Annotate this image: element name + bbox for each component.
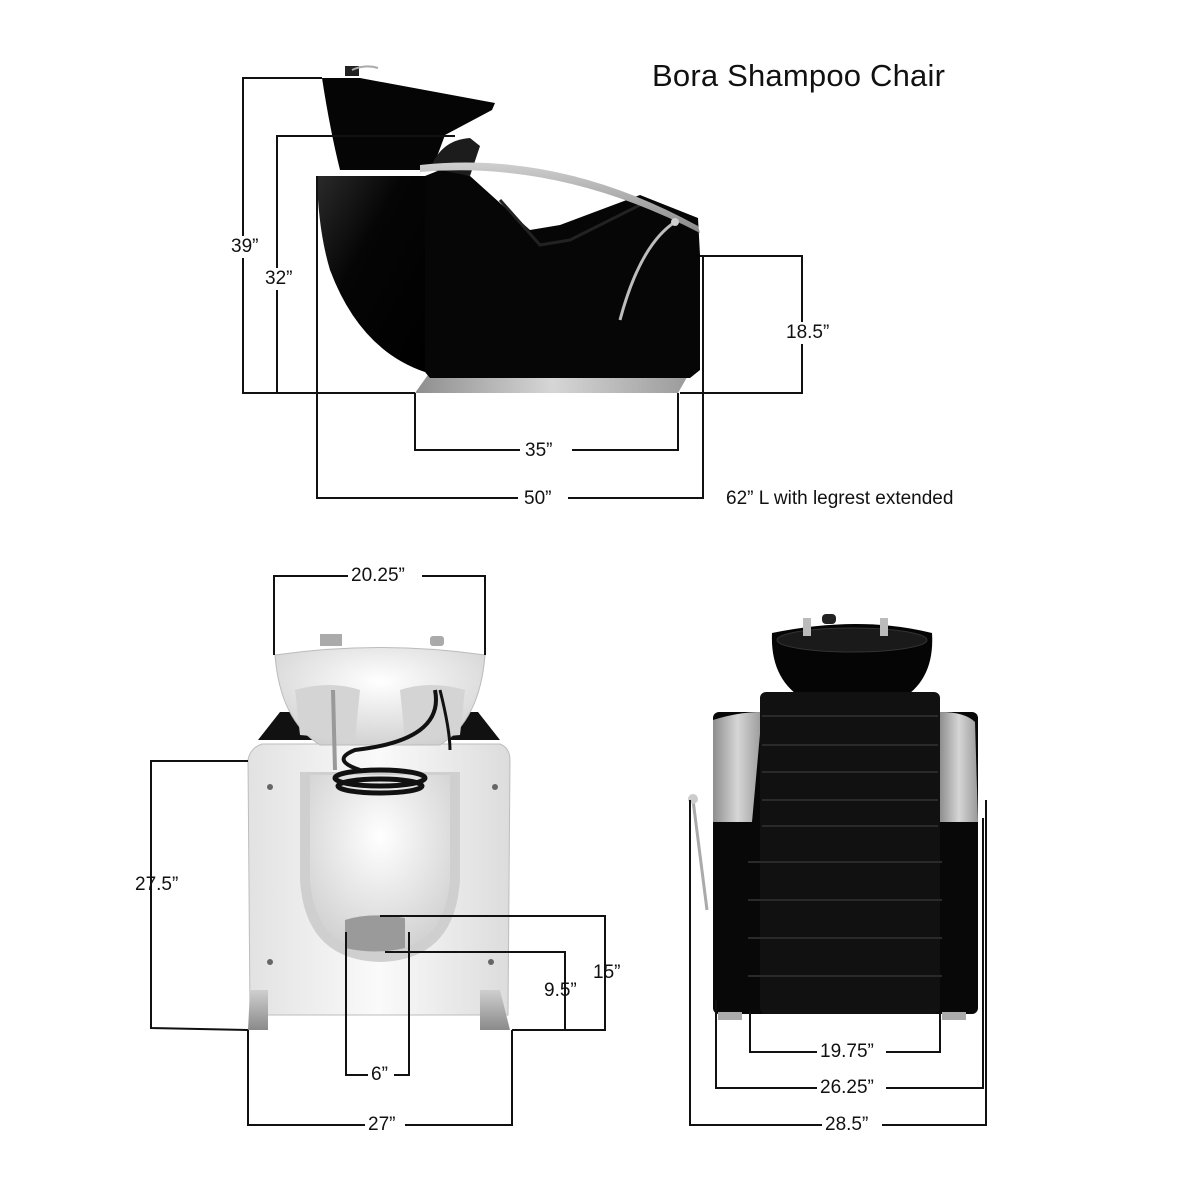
dim-seat-height: 18.5”: [783, 322, 833, 344]
dim-base-length: 35”: [522, 440, 556, 462]
page-title: Bora Shampoo Chair: [652, 58, 946, 93]
dim-seat-width: 19.75”: [817, 1041, 877, 1063]
dim-bowl-width: 20.25”: [348, 565, 408, 587]
front-dimension-lines: [689, 800, 987, 1126]
front-view-chair: [688, 614, 978, 1020]
legrest-note: 62” L with legrest extended: [726, 488, 954, 509]
side-dimension-lines: [242, 77, 803, 499]
dim-overall-height: 39”: [228, 236, 262, 258]
dim-overall-length: 50”: [521, 488, 555, 510]
dim-cabinet-height: 27.5”: [135, 874, 179, 895]
rear-dimension-lines: [150, 575, 606, 1126]
dim-drain-height-bottom: 9.5”: [544, 980, 577, 1001]
dim-base-width: 27”: [365, 1114, 399, 1136]
dim-inner-width: 26.25”: [817, 1077, 877, 1099]
dim-bowl-height: 32”: [262, 268, 296, 290]
dim-drain-height-top: 15”: [593, 962, 621, 983]
side-view-chair: [317, 65, 700, 393]
dim-drain-width: 6”: [368, 1064, 391, 1086]
rear-view-chair: [247, 634, 511, 1030]
dim-overall-width: 28.5”: [822, 1114, 872, 1136]
